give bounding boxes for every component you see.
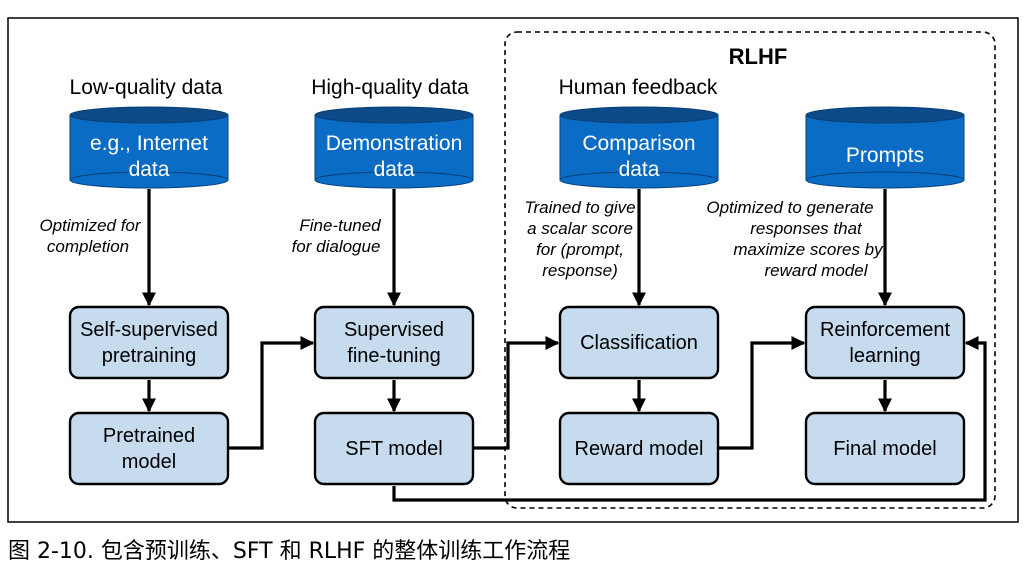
note-optimized-generate-line3: maximize scores by [733,240,884,259]
box-supervised-line2: fine-tuning [347,345,440,367]
cylinder-comparison-data: Comparison data [559,106,719,189]
note-optimized-generate-line2: responses that [750,219,863,238]
cylinder-prompts-label: Prompts [846,144,924,167]
note-trained-line4: response) [542,261,618,280]
box-sft-model-label: SFT model [345,438,442,460]
box-self-supervised-line1: Self-supervised [80,319,218,341]
box-final-model: Final model [804,411,966,486]
header-high-quality: High-quality data [311,76,469,99]
arrow-reward-to-rl [718,336,806,450]
cylinder-demonstration-data: Demonstration data [314,106,474,189]
cylinder-comparison-line1: Comparison [582,132,695,155]
box-reinforcement-line1: Reinforcement [820,319,951,341]
note-optimized-completion-line1: Optimized for [39,216,141,235]
cylinder-prompts: Prompts [805,106,965,189]
rlhf-label: RLHF [729,44,788,69]
box-pretrained-line1: Pretrained [103,425,195,447]
box-reinforcement-learning: Reinforcement learning [804,305,966,380]
box-classification: Classification [558,305,720,380]
box-classification-label: Classification [580,332,698,354]
box-reward-model-label: Reward model [575,438,704,460]
figure-caption: 图 2-10. 包含预训练、SFT 和 RLHF 的整体训练工作流程 [8,539,571,564]
note-optimized-completion-line2: completion [47,237,129,256]
box-supervised-fine-tuning: Supervised fine-tuning [313,305,475,380]
note-optimized-generate-line1: Optimized to generate [706,198,873,217]
note-fine-tuned-line1: Fine-tuned [299,216,381,235]
box-self-supervised-line2: pretraining [102,345,197,367]
header-low-quality: Low-quality data [70,76,223,99]
cylinder-demonstration-line1: Demonstration [326,132,463,155]
rlhf-region [504,31,996,509]
box-pretrained-line2: model [122,451,176,473]
box-final-model-label: Final model [833,438,936,460]
box-sft-model: SFT model [313,411,475,486]
header-human-feedback: Human feedback [559,76,718,99]
box-reinforcement-line2: learning [849,345,920,367]
note-trained-line2: a scalar score [527,219,633,238]
box-supervised-line1: Supervised [344,319,444,341]
cylinder-internet-line1: e.g., Internet [90,132,208,155]
note-trained-line1: Trained to give [524,198,635,217]
arrow-pretrained-to-supervised [228,336,315,450]
arrow-sft-model-to-classification [473,336,560,450]
arrow-sft-model-to-rl-loop [392,336,987,502]
box-reward-model: Reward model [558,411,720,486]
note-optimized-generate-line4: reward model [765,261,869,280]
cylinder-internet-line2: data [129,158,170,181]
cylinder-demonstration-line2: data [374,158,415,181]
box-pretrained-model: Pretrained model [68,411,230,486]
note-fine-tuned-line2: for dialogue [292,237,381,256]
box-self-supervised-pretraining: Self-supervised pretraining [68,305,230,380]
note-trained-line3: for (prompt, [536,240,624,259]
cylinder-comparison-line2: data [619,158,660,181]
cylinder-internet-data: e.g., Internet data [69,106,229,189]
